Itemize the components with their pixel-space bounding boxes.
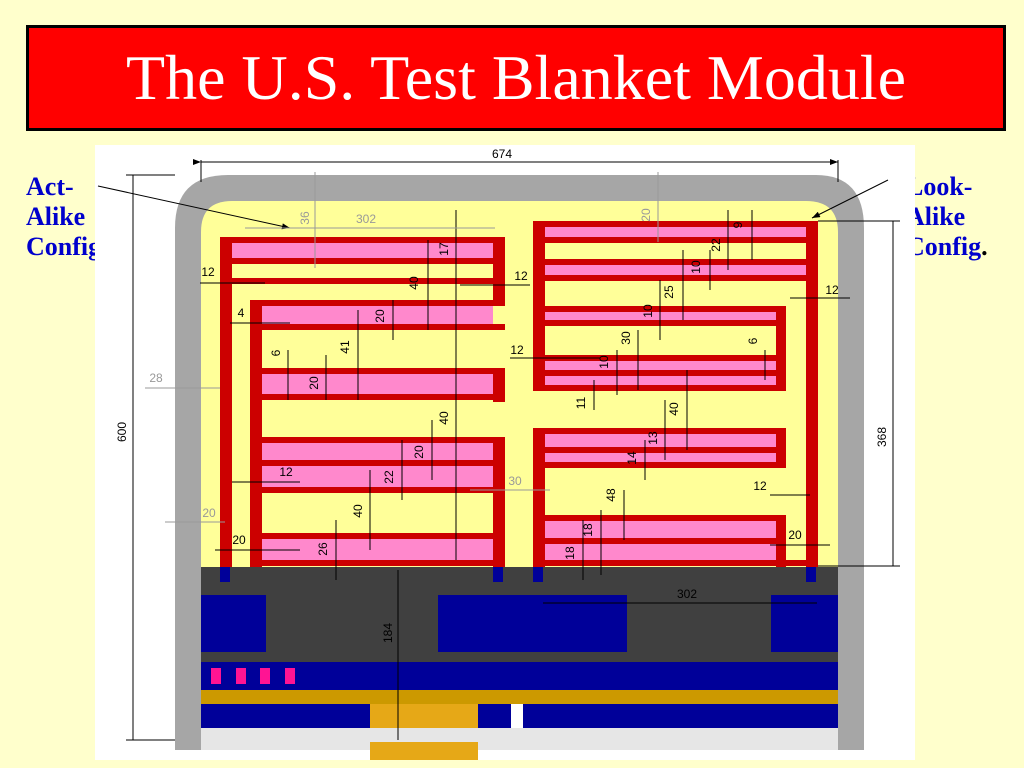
dim-6-a: 6 <box>269 349 283 356</box>
look-alike-period: . <box>981 232 988 261</box>
dim-40-d: 40 <box>667 402 681 416</box>
base-assembly <box>201 567 838 760</box>
dim-40-b: 40 <box>437 411 451 425</box>
dim-overall-width: 674 <box>492 147 512 161</box>
dim-30: 30 <box>619 331 633 345</box>
act-alike-label: Act- Alike Config. <box>26 172 108 262</box>
dim-left-edge-20: 20 <box>202 506 216 520</box>
left-right-wall-mid <box>493 368 505 402</box>
dim-center-gap: 30 <box>508 474 522 488</box>
dim-base-height: 184 <box>381 623 395 643</box>
dim-side-gap: 28 <box>149 371 163 385</box>
dim-bottom-left-20: 20 <box>232 533 246 547</box>
look-alike-line-3: Config. <box>906 232 988 262</box>
dim-14: 14 <box>625 451 639 465</box>
dim-10-a: 10 <box>689 260 703 274</box>
manifold-left <box>201 595 266 652</box>
dim-22-a: 22 <box>382 470 396 484</box>
reference-lines <box>145 172 659 523</box>
dim-left-inner-width: 302 <box>356 212 376 226</box>
look-alike-line-2: Alike <box>906 202 966 231</box>
channel-pink <box>232 243 493 258</box>
dim-22-b: 22 <box>709 238 723 252</box>
dim-20-d: 20 <box>788 528 802 542</box>
left-outer-wall <box>220 237 232 567</box>
dim-bottom-width: 302 <box>677 587 697 601</box>
dim-18-a: 18 <box>581 523 595 537</box>
dim-overall-height: 600 <box>115 422 129 442</box>
manifold-right <box>771 595 838 652</box>
dim-20-a: 20 <box>373 309 387 323</box>
dim-40-c: 40 <box>351 504 365 518</box>
dim-wall-12-a: 12 <box>201 265 215 279</box>
slide-title: The U.S. Test Blanket Module <box>125 42 907 113</box>
act-alike-line-1: Act- <box>26 172 74 201</box>
navy-band <box>201 662 838 690</box>
act-alike-structure <box>220 237 505 567</box>
dim-13: 13 <box>646 431 660 445</box>
dim-40-a: 40 <box>407 276 421 290</box>
look-alike-line-1: Look- <box>906 172 973 201</box>
dim-wall-12-d: 12 <box>279 465 293 479</box>
dim-25: 25 <box>662 285 676 299</box>
left-inner-wall <box>250 300 262 567</box>
dim-48: 48 <box>604 488 618 502</box>
title-box: The U.S. Test Blanket Module <box>26 25 1006 131</box>
dim-10-c: 10 <box>597 355 611 369</box>
dim-top-gap-left: 36 <box>298 211 312 225</box>
dim-11: 11 <box>574 396 588 409</box>
dim-wall-12-f: 12 <box>753 479 767 493</box>
dim-20-c: 20 <box>412 445 426 459</box>
dim-right-height: 368 <box>875 427 889 447</box>
dim-10-b: 10 <box>641 304 655 318</box>
dim-top-gap-right: 20 <box>639 208 653 222</box>
look-alike-label: Look- Alike Config. <box>906 172 988 262</box>
dim-17: 17 <box>437 242 451 256</box>
dim-wall-12-e: 12 <box>825 283 839 297</box>
dimension-lines <box>97 159 900 741</box>
manifold-center <box>438 595 627 652</box>
dim-18-b: 18 <box>563 546 577 560</box>
left-right-wall-bot <box>493 437 505 567</box>
act-alike-line-3: Config. <box>26 232 108 261</box>
dim-wall-12-c: 12 <box>510 343 524 357</box>
dim-small-4: 4 <box>238 306 245 320</box>
dim-wall-12-b: 12 <box>514 269 528 283</box>
look-alike-config-word: Config <box>906 232 982 261</box>
dim-26: 26 <box>316 542 330 556</box>
dim-20-b: 20 <box>307 376 321 390</box>
dim-6-b: 6 <box>746 337 760 344</box>
dim-9: 9 <box>731 221 745 228</box>
act-alike-line-2: Alike <box>26 202 86 231</box>
gold-stripe <box>201 690 838 704</box>
look-alike-structure <box>533 221 818 567</box>
left-right-wall-top <box>493 237 505 303</box>
dim-41: 41 <box>338 340 352 354</box>
